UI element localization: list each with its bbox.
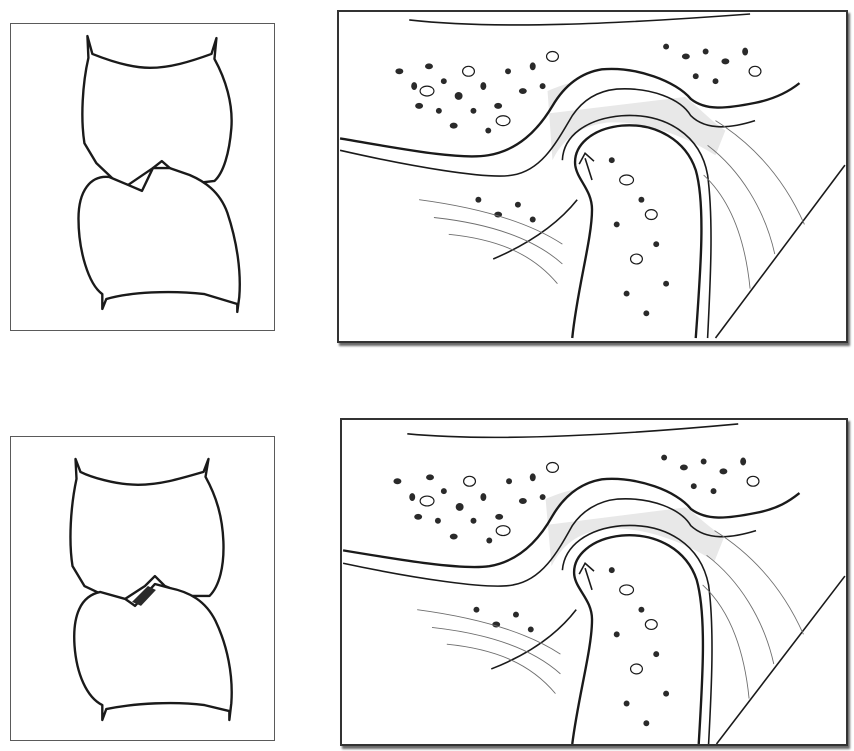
ramus-line — [716, 165, 845, 338]
ramus-line — [716, 576, 844, 744]
mandibular-condyle — [572, 125, 701, 338]
skull-outline — [407, 424, 738, 437]
lower-tooth-crown — [74, 584, 231, 720]
tooth-pair-drawing-top — [11, 24, 274, 330]
joint-section-panel-top — [337, 10, 848, 343]
tooth-pair-panel-bottom — [10, 436, 275, 741]
joint-section-drawing-bottom — [342, 420, 846, 744]
upper-tooth-crown — [82, 36, 231, 185]
upper-tooth-crown — [70, 459, 223, 599]
tooth-pair-drawing-bottom — [11, 437, 274, 740]
lower-tooth-crown — [78, 168, 239, 312]
tooth-pair-panel-top — [10, 23, 275, 331]
joint-section-drawing-top — [339, 12, 846, 341]
mandibular-condyle — [572, 535, 703, 744]
joint-section-panel-bottom — [340, 418, 848, 746]
skull-outline — [409, 14, 750, 25]
